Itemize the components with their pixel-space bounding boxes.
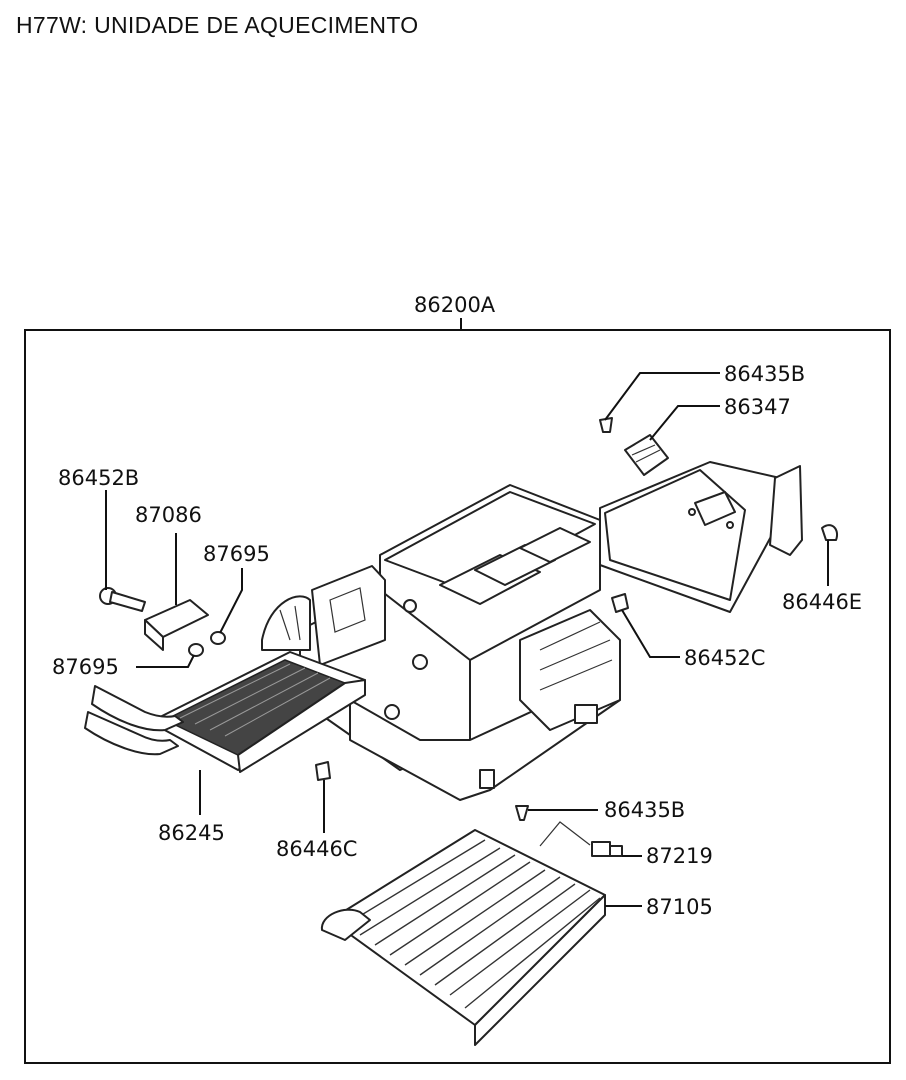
heater-core bbox=[84, 651, 366, 773]
label-87695-a[interactable]: 87695 bbox=[203, 542, 270, 566]
label-87086[interactable]: 87086 bbox=[135, 503, 202, 527]
label-87219[interactable]: 87219 bbox=[646, 844, 713, 868]
air-duct bbox=[599, 461, 803, 613]
label-86446C[interactable]: 86446C bbox=[276, 837, 357, 861]
resistor-86347 bbox=[624, 434, 669, 476]
label-87105[interactable]: 87105 bbox=[646, 895, 713, 919]
label-86347[interactable]: 86347 bbox=[724, 395, 791, 419]
sensor-87219 bbox=[539, 821, 623, 857]
clip-86446C bbox=[315, 761, 331, 781]
label-86435B-bottom[interactable]: 86435B bbox=[604, 798, 685, 822]
expansion-valve-87086 bbox=[144, 599, 209, 651]
label-86435B-top[interactable]: 86435B bbox=[724, 362, 805, 386]
clip-86452C bbox=[611, 593, 629, 613]
bolt-86452B bbox=[99, 587, 146, 612]
evaporator bbox=[320, 829, 606, 1046]
clip-86446E bbox=[821, 524, 838, 541]
label-86452B[interactable]: 86452B bbox=[58, 466, 139, 490]
label-86446E[interactable]: 86446E bbox=[782, 590, 862, 614]
label-86200A[interactable]: 86200A bbox=[414, 293, 496, 317]
leader-lines bbox=[105, 372, 829, 907]
screw-86435B-bottom bbox=[515, 805, 529, 821]
screw-86435B-top bbox=[599, 417, 613, 433]
o-ring-87695 bbox=[188, 631, 226, 657]
heater-housing bbox=[261, 484, 621, 801]
label-86452C[interactable]: 86452C bbox=[684, 646, 765, 670]
label-87695-b[interactable]: 87695 bbox=[52, 655, 119, 679]
label-86245[interactable]: 86245 bbox=[158, 821, 225, 845]
assembly-frame bbox=[24, 329, 891, 1064]
page-title: H77W: UNIDADE DE AQUECIMENTO bbox=[16, 12, 419, 38]
